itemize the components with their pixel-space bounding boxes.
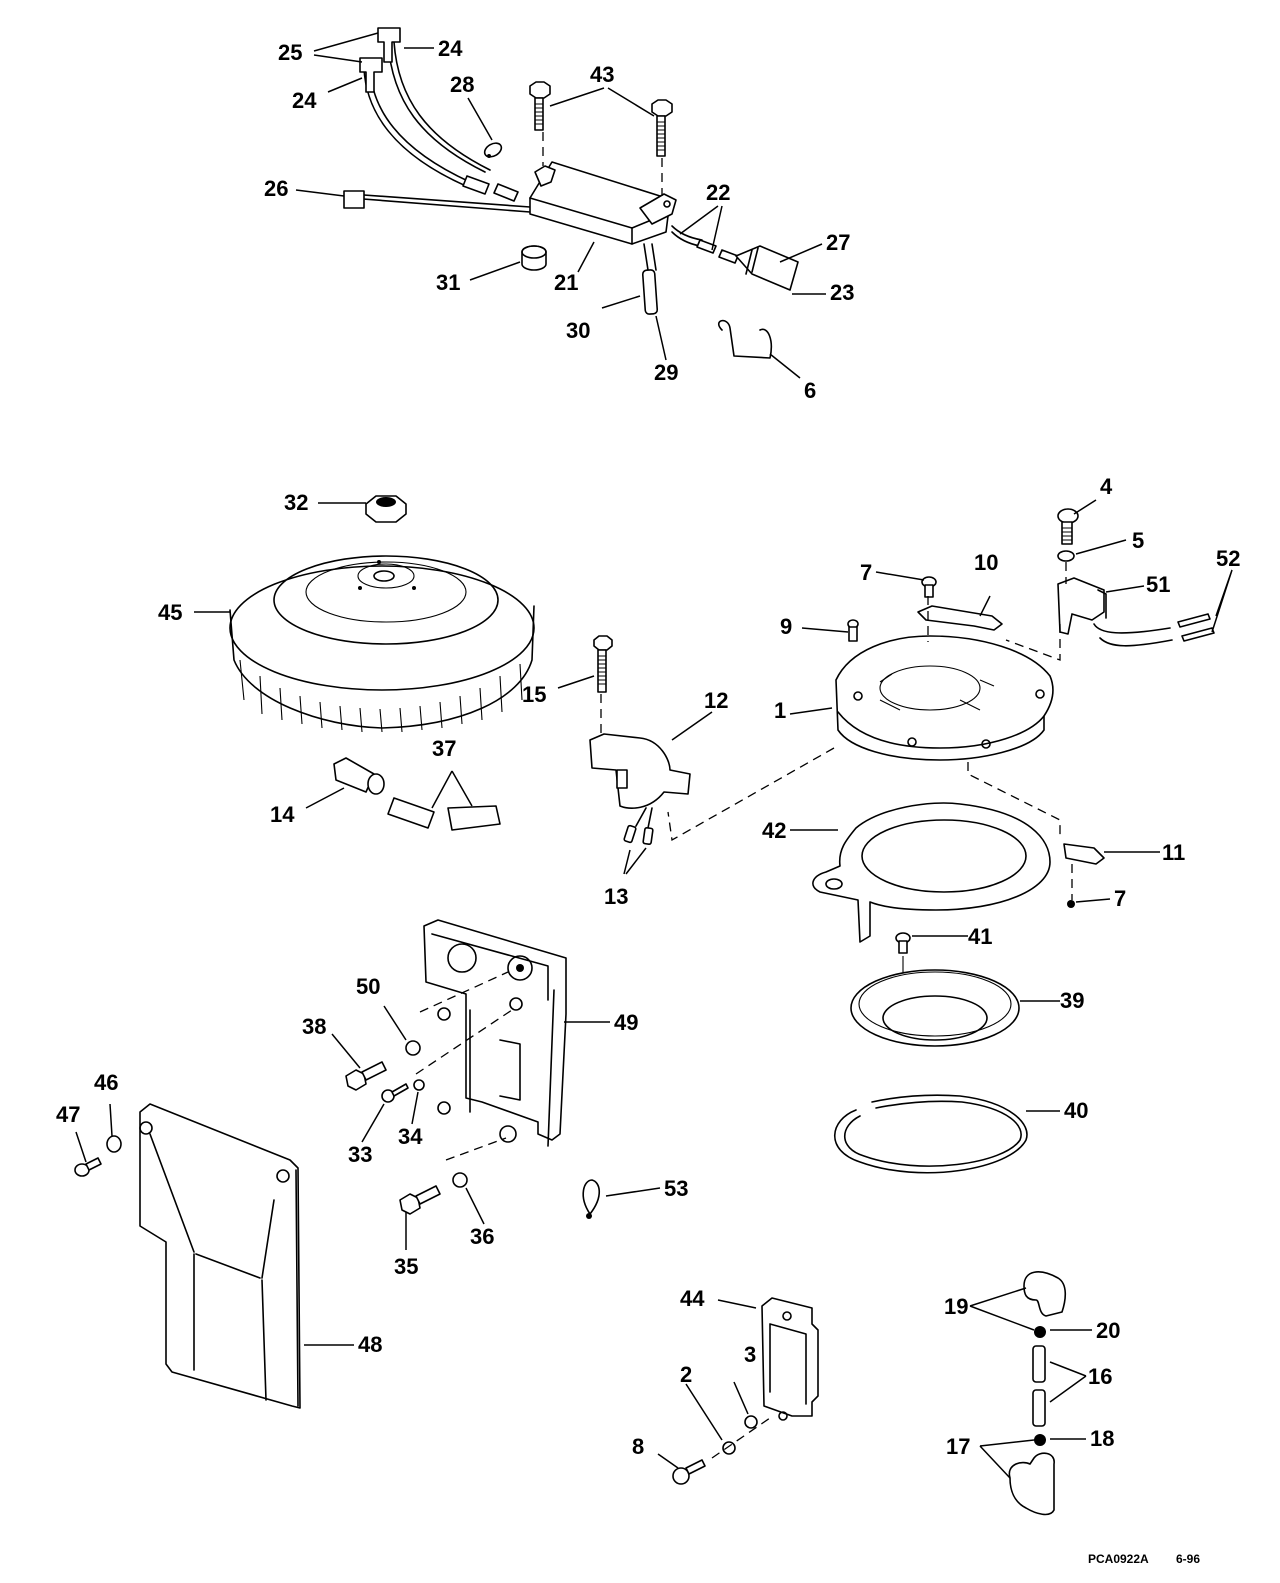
callout-6: 6 [804, 378, 817, 403]
leader-lines [75, 32, 1233, 1479]
revision-date: 6-96 [1176, 1552, 1201, 1566]
callout-32: 32 [284, 490, 309, 515]
callout-37: 37 [432, 736, 457, 761]
callout-38: 38 [302, 1014, 327, 1039]
cover-assembly [74, 1103, 301, 1409]
callout-16: 16 [1088, 1364, 1113, 1389]
callout-11: 11 [1162, 840, 1186, 865]
callout-43: 43 [590, 62, 615, 87]
callout-51: 51 [1146, 572, 1171, 597]
callout-18: 18 [1090, 1426, 1115, 1451]
callout-7: 7 [1114, 886, 1127, 911]
callout-42: 42 [762, 818, 787, 843]
callout-17: 17 [946, 1434, 971, 1459]
callout-2: 2 [680, 1362, 693, 1387]
callout-27: 27 [826, 230, 851, 255]
boot [1023, 1271, 1067, 1317]
callout-39: 39 [1060, 988, 1085, 1013]
callout-26: 26 [264, 176, 289, 201]
mounting-bracket-assembly [345, 919, 601, 1219]
cover [139, 1103, 301, 1409]
callout-23: 23 [830, 280, 855, 305]
charge-coil [589, 733, 691, 809]
screw [651, 99, 673, 157]
callout-52: 52 [1216, 546, 1241, 571]
charge-coil-assembly [333, 635, 691, 846]
ring-terminal [343, 190, 365, 209]
connector [735, 245, 799, 291]
callout-12: 12 [704, 688, 729, 713]
bracket [917, 605, 1003, 631]
callout-21: 21 [554, 270, 579, 295]
callout-48: 48 [358, 1332, 383, 1357]
armature-plate [835, 635, 1054, 761]
mounting-bracket [423, 919, 567, 1141]
callout-15: 15 [522, 682, 547, 707]
callout-5: 5 [1132, 528, 1145, 553]
callout-53: 53 [664, 1176, 689, 1201]
callout-28: 28 [450, 72, 475, 97]
callout-34: 34 [398, 1124, 423, 1149]
sensor [1057, 577, 1105, 635]
callout-20: 20 [1096, 1318, 1121, 1343]
callout-13: 13 [604, 884, 629, 909]
boot [1008, 1452, 1055, 1516]
retainer-plate-assembly [812, 802, 1105, 1174]
armature-plate-assembly [667, 508, 1215, 842]
callout-9: 9 [780, 614, 793, 639]
callout-29: 29 [654, 360, 679, 385]
high-tension-lead-assembly [1008, 1271, 1067, 1516]
callout-1: 1 [774, 698, 787, 723]
callout-31: 31 [436, 270, 461, 295]
screw [529, 81, 551, 131]
spark-plug-boot [377, 27, 401, 63]
power-pack-assembly [343, 27, 799, 359]
callout-49: 49 [614, 1010, 639, 1035]
callout-10: 10 [974, 550, 999, 575]
flywheel-assembly [229, 495, 535, 733]
wire-clip [717, 319, 773, 359]
callout-8: 8 [632, 1434, 645, 1459]
callout-7: 7 [860, 560, 873, 585]
callout-50: 50 [356, 974, 381, 999]
callout-40: 40 [1064, 1098, 1089, 1123]
drawing-code: PCA0922A [1088, 1552, 1149, 1566]
callout-19: 19 [944, 1294, 969, 1319]
retainer-plate [812, 802, 1051, 943]
callout-30: 30 [566, 318, 591, 343]
spark-plug-boot [359, 57, 383, 93]
sleeve [387, 797, 435, 829]
sleeve [447, 805, 501, 831]
callout-44: 44 [680, 1286, 705, 1311]
retaining-ring [833, 1094, 1028, 1174]
callout-24: 24 [292, 88, 317, 113]
callout-33: 33 [348, 1142, 373, 1167]
callout-41: 41 [968, 924, 993, 949]
callout-22: 22 [706, 180, 731, 205]
callout-4: 4 [1100, 474, 1113, 499]
rectifier-assembly [672, 1297, 819, 1485]
cable-clip [582, 1179, 601, 1215]
flywheel-nut [365, 495, 407, 523]
callout-46: 46 [94, 1070, 119, 1095]
callout-35: 35 [394, 1254, 419, 1279]
callout-3: 3 [744, 1342, 757, 1367]
callout-24: 24 [438, 36, 463, 61]
callout-45: 45 [158, 600, 183, 625]
callout-25: 25 [278, 40, 303, 65]
callout-14: 14 [270, 802, 295, 827]
callout-36: 36 [470, 1224, 495, 1249]
callout-47: 47 [56, 1102, 81, 1127]
bracket [1063, 843, 1105, 865]
